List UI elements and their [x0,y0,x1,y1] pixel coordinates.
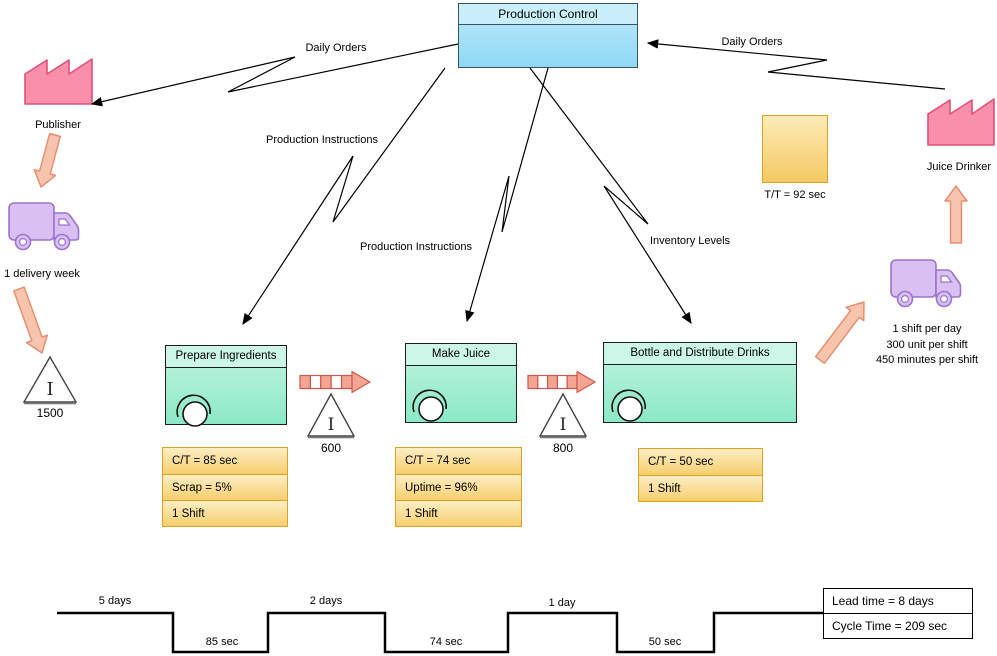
timeline-label-1-day: 1 day [548,597,576,609]
timeline-label-85-sec: 85 sec [205,636,239,648]
right-truck-line3: 450 minutes per shift [875,354,979,366]
data-row: C/T = 50 sec [639,449,762,475]
inventory-levels-label: Inventory Levels [649,235,731,247]
timeline-label-2-days: 2 days [309,595,343,607]
publisher-label: Publisher [35,119,81,131]
data-box-bottle-distribute[interactable]: C/T = 50 sec 1 Shift [638,448,763,502]
inventory-triangle-1500[interactable]: I 1500 [22,355,78,420]
daily-orders-right-arrow[interactable] [646,39,946,90]
daily-orders-left-label: Daily Orders [305,42,367,54]
process-make-juice[interactable]: Make Juice [405,343,517,423]
left-truck-label: 1 delivery week [4,268,80,280]
production-control-title: Production Control [459,4,637,25]
daily-orders-right-label: Daily Orders [721,36,783,48]
material-arrow-truck-to-inventory[interactable] [13,286,49,354]
production-instructions-1-label: Production Instructions [266,134,378,146]
publisher-factory-icon[interactable] [24,58,93,105]
data-row: C/T = 85 sec [163,448,287,474]
data-row: Uptime = 96% [396,474,521,500]
timeline-summary-box[interactable]: Lead time = 8 days Cycle Time = 209 sec [823,588,973,639]
material-arrow-publisher-to-truck[interactable] [33,132,62,188]
left-truck-icon[interactable] [8,202,80,251]
process-title: Bottle and Distribute Drinks [604,343,796,365]
inventory-count: 800 [553,441,573,455]
push-arrow-2[interactable] [527,370,596,394]
data-row: 1 Shift [639,475,762,501]
inventory-triangle-800[interactable]: I 800 [538,392,588,455]
push-arrow-1[interactable] [299,370,371,394]
data-row: Scrap = 5% [163,474,287,500]
inventory-levels-arrow[interactable] [529,67,692,325]
right-truck-label: 1 shift per day 300 unit per shift 450 m… [876,322,978,369]
production-control-box[interactable]: Production Control [458,3,638,68]
data-box-make-juice[interactable]: C/T = 74 sec Uptime = 96% 1 Shift [395,447,522,527]
right-truck-line1: 1 shift per day [892,323,962,335]
material-arrow-truck-to-customer[interactable] [944,185,968,244]
right-truck-icon[interactable] [890,259,962,308]
process-title: Make Juice [406,344,516,366]
lead-time-row: Lead time = 8 days [832,594,934,608]
juice-drinker-factory-icon[interactable] [927,98,995,146]
right-truck-line2: 300 unit per shift [886,338,968,351]
data-row: 1 Shift [163,500,287,526]
timeline-label-74-sec: 74 sec [429,636,463,648]
timeline-label-5-days: 5 days [98,595,132,607]
inventory-count: 1500 [37,406,64,420]
inventory-symbol: I [560,415,567,435]
timeline-label-50-sec: 50 sec [648,636,682,648]
process-bottle-distribute[interactable]: Bottle and Distribute Drinks [603,342,797,423]
daily-orders-left-arrow[interactable] [90,43,459,107]
cycle-time-row: Cycle Time = 209 sec [824,613,972,638]
inventory-count: 600 [321,441,341,455]
juice-drinker-label: Juice Drinker [926,161,992,173]
process-title: Prepare Ingredients [166,346,286,368]
data-row: 1 Shift [396,500,521,526]
takt-time-box[interactable] [762,115,828,183]
material-arrow-process-to-truck[interactable] [814,301,865,365]
data-box-prepare-ingredients[interactable]: C/T = 85 sec Scrap = 5% 1 Shift [162,447,288,527]
process-prepare-ingredients[interactable]: Prepare Ingredients [165,345,287,425]
inventory-symbol: I [46,379,53,400]
takt-time-label: T/T = 92 sec [764,189,826,201]
production-instructions-2-arrow[interactable] [465,67,549,323]
production-instructions-1-arrow[interactable] [242,67,446,326]
inventory-triangle-600[interactable]: I 600 [306,392,356,455]
data-row: C/T = 74 sec [396,448,521,474]
inventory-symbol: I [328,415,335,435]
production-instructions-2-label: Production Instructions [360,241,472,253]
